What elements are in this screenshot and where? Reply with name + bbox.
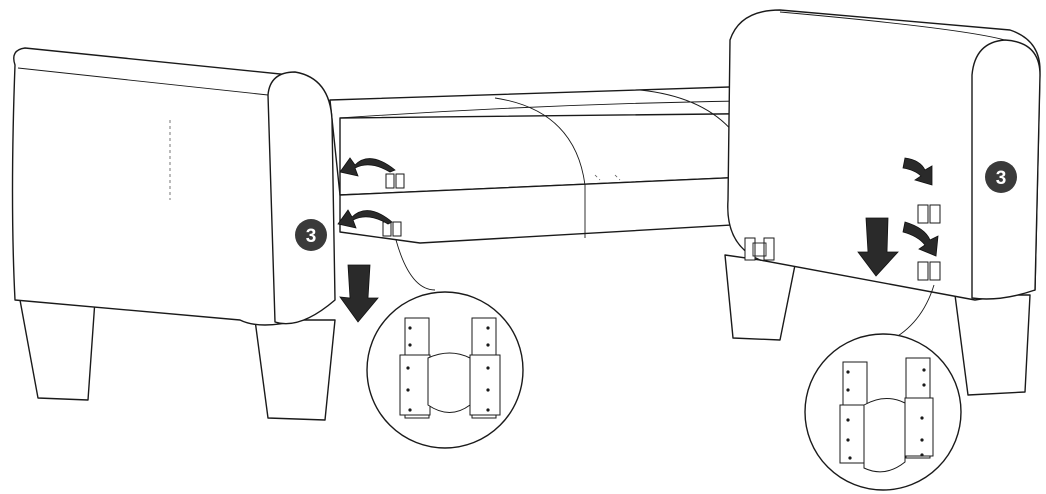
right-arm: [724, 9, 1041, 396]
step-badge-left: 3: [295, 219, 327, 251]
bracket-detail-left: [399, 317, 501, 419]
arrow-curved-left-lower: [337, 209, 393, 229]
bracket-left-upper: [385, 173, 405, 189]
arrow-down-right: [857, 217, 899, 277]
arrow-curved-right-lower: [902, 221, 939, 257]
detail-callout-left: [366, 291, 524, 449]
bracket-right-upper: [917, 204, 941, 224]
step-badge-right-label: 3: [996, 168, 1007, 189]
arrow-curved-right-upper: [902, 157, 933, 186]
arrow-curved-left-upper: [339, 157, 396, 177]
detail-callout-right: [804, 333, 962, 491]
left-arm: [11, 47, 336, 421]
step-badge-right: 3: [985, 161, 1017, 193]
leader-line-left: [395, 239, 436, 291]
bracket-detail-right: [839, 357, 934, 473]
bracket-right-lower: [917, 261, 941, 281]
step-badge-left-label: 3: [306, 226, 317, 247]
arrow-down-left: [339, 264, 379, 323]
bracket-right-arm-side: [744, 237, 775, 261]
